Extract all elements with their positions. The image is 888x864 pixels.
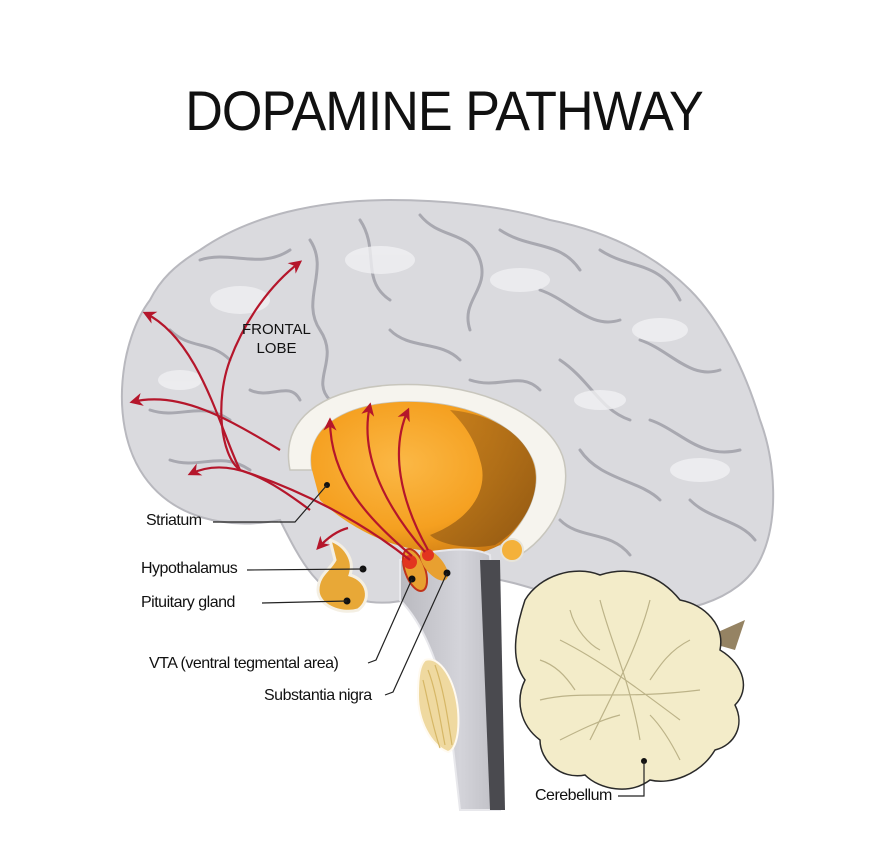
frontal-lobe-line-2: LOBE (256, 340, 297, 357)
cerebellum (514, 570, 745, 790)
label-vta: VTA (ventral tegmental area) (149, 655, 339, 672)
hypothalamus-pituitary (316, 537, 368, 613)
leader-lines (213, 482, 645, 797)
brainstem (399, 548, 505, 811)
frontal-lobe-line-1: FRONTAL (242, 321, 311, 338)
label-cerebellum: Cerebellum (535, 787, 612, 804)
label-hypothalamus: Hypothalamus (141, 560, 238, 577)
label-substantia-nigra: Substantia nigra (264, 687, 372, 704)
label-pituitary-gland: Pituitary gland (141, 594, 235, 611)
diagram-title: DOPAMINE PATHWAY (185, 79, 703, 142)
label-striatum: Striatum (146, 512, 202, 529)
pathway-arrows (129, 260, 429, 561)
frontal-lobe-label: FRONTAL LOBE (242, 320, 311, 358)
